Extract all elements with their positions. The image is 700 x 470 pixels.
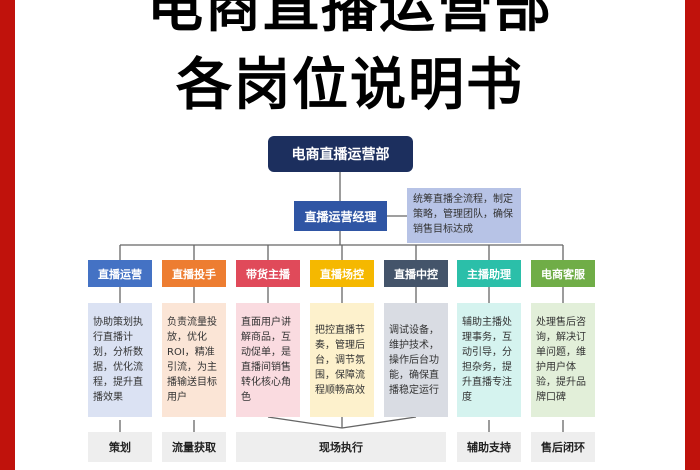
role-description: 协助策划执行直播计划，分析数据，优化流程，提升直播效果 xyxy=(88,303,152,417)
role-description: 把控直播节奏，管理后台，调节氛围，保障流程顺畅高效 xyxy=(310,303,374,417)
role-box: 直播场控 xyxy=(310,260,374,287)
right-border xyxy=(685,0,700,470)
role-box: 直播投手 xyxy=(162,260,226,287)
stage-label: 流量获取 xyxy=(162,432,226,462)
role-description: 负责流量投放，优化ROI，精准引流，为主播输送目标用户 xyxy=(162,303,226,417)
left-border xyxy=(0,0,15,470)
title-line-1: 电商直播运营部 xyxy=(147,0,553,40)
department-box: 电商直播运营部 xyxy=(268,136,413,172)
role-description: 直面用户讲解商品，互动促单，是直播间销售转化核心角色 xyxy=(236,303,300,417)
manager-note: 统筹直播全流程，制定策略，管理团队，确保销售目标达成 xyxy=(407,188,521,243)
role-box: 电商客服 xyxy=(531,260,595,287)
stage-label: 辅助支持 xyxy=(457,432,521,462)
stage-label: 现场执行 xyxy=(236,432,446,462)
role-box: 主播助理 xyxy=(457,260,521,287)
role-description: 处理售后咨询，解决订单问题，维护用户体验，提升品牌口碑 xyxy=(531,303,595,417)
role-description: 辅助主播处理事务，互动引导，分担杂务，提升直播专注度 xyxy=(457,303,521,417)
role-description: 调试设备，维护技术，操作后台功能，确保直播稳定运行 xyxy=(384,303,448,417)
role-box: 直播中控 xyxy=(384,260,448,287)
manager-box: 直播运营经理 xyxy=(294,201,387,231)
stage-label: 售后闭环 xyxy=(531,432,595,462)
role-box: 带货主播 xyxy=(236,260,300,287)
role-box: 直播运营 xyxy=(88,260,152,287)
stage-label: 策划 xyxy=(88,432,152,462)
title-line-2: 各岗位说明书 xyxy=(176,53,524,118)
